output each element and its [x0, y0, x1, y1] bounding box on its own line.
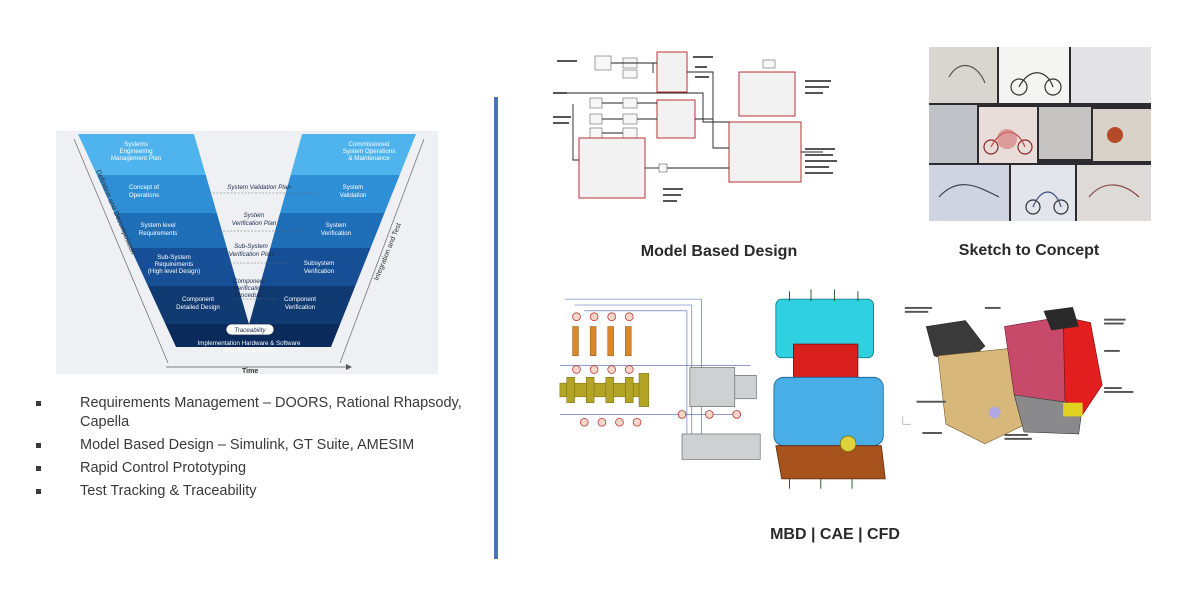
right-side-label: Integration and Test	[373, 222, 402, 282]
caption-mbd-cae-cfd: MBD | CAE | CFD	[770, 526, 900, 543]
time-label: Time	[242, 368, 258, 374]
list-item-text: Model Based Design – Simulink, GT Suite,…	[80, 437, 415, 453]
list-item: Rapid Control Prototyping	[30, 459, 470, 478]
list-item: Requirements Management – DOORS, Rationa…	[30, 394, 470, 432]
caption-model-based-design: Model Based Design	[640, 243, 798, 260]
capability-list: Requirements Management – DOORS, Rationa…	[30, 394, 470, 505]
cae-images	[555, 285, 1199, 495]
caption-sketch-to-concept: Sketch to Concept	[958, 242, 1100, 259]
list-item: Test Tracking & Traceability	[30, 482, 470, 501]
engine-cae-model	[773, 289, 886, 489]
bullet-icon	[36, 489, 41, 494]
list-item-text: Requirements Management – DOORS, Rationa…	[80, 395, 462, 430]
bullet-icon	[36, 401, 41, 406]
bullet-icon	[36, 466, 41, 471]
traceability-label: Traceability	[234, 327, 266, 334]
list-item-text: Test Tracking & Traceability	[80, 483, 257, 499]
powertrain-cfd-model	[902, 306, 1134, 445]
implementation-label: Implementation Hardware & Software(CODIN…	[198, 340, 301, 354]
simulink-diagram-image	[553, 48, 851, 214]
bullet-icon	[36, 443, 41, 448]
traceability-pill	[225, 323, 275, 336]
simulink-diagram-svg	[553, 48, 851, 214]
cae-images-svg	[559, 289, 1134, 489]
list-item-text: Rapid Control Prototyping	[80, 460, 247, 476]
sketch-collage-image	[929, 47, 1151, 221]
sketch-collage-svg	[929, 47, 1151, 221]
vertical-divider	[494, 97, 498, 559]
v-center-1: System Validation Plan	[227, 184, 291, 191]
list-item: Model Based Design – Simulink, GT Suite,…	[30, 436, 470, 455]
